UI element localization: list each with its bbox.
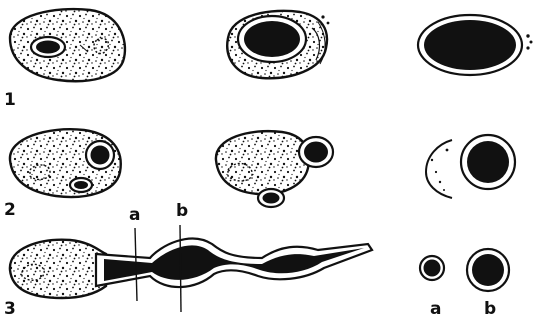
row2-label: 2 xyxy=(4,200,16,220)
row2-stage1-cell xyxy=(10,129,121,197)
row1-stage2-cell xyxy=(227,11,329,78)
row1-label: 1 xyxy=(4,90,16,110)
row2-stage3-inclusion xyxy=(426,135,515,198)
cross-section-a xyxy=(420,256,444,280)
section-label-a: a xyxy=(129,205,140,225)
row3-elongated-cell xyxy=(10,239,372,298)
row1-stage1-cell xyxy=(10,9,125,81)
cross-section-label-a: a xyxy=(430,299,441,319)
cross-section-b xyxy=(467,249,509,291)
cross-section-label-b: b xyxy=(484,299,496,319)
section-line-b xyxy=(180,225,181,312)
row2-stage3-ruptured-cell-edge xyxy=(426,140,452,198)
row1-stage3-inclusion xyxy=(418,15,533,75)
row3-label: 3 xyxy=(4,299,16,319)
section-label-b: b xyxy=(176,201,188,221)
row2-stage2-cell xyxy=(216,131,333,207)
section-line-a xyxy=(135,228,137,301)
